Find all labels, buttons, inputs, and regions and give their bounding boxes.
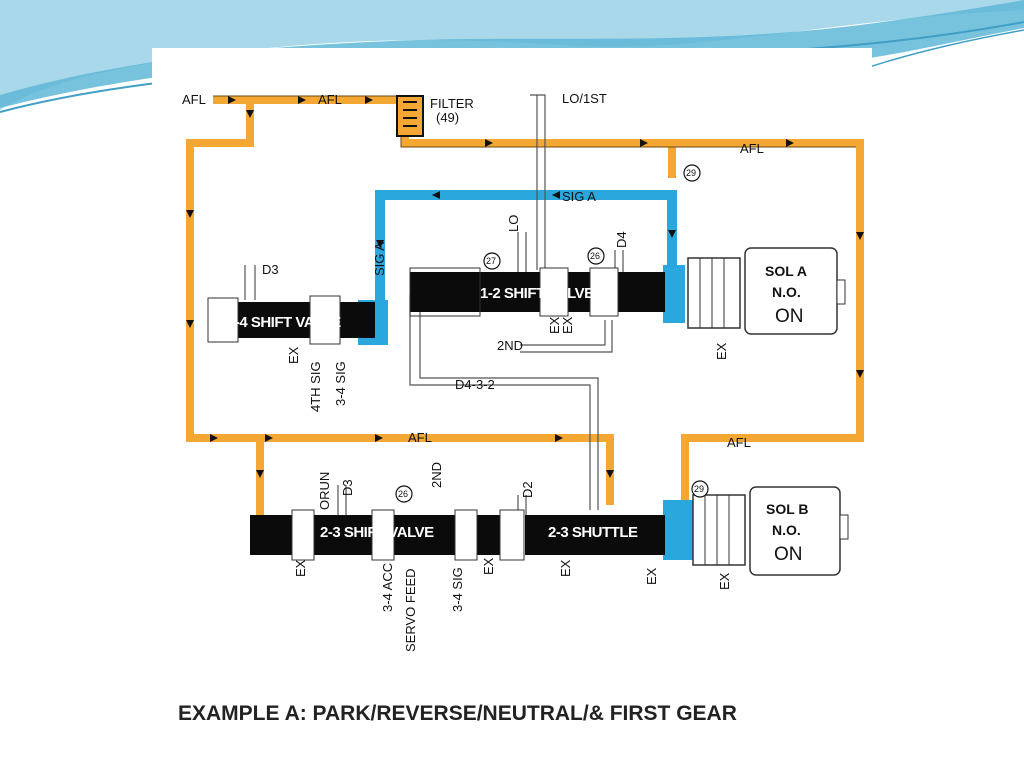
valve-3-4-label: 3-4 SHIFT VALVE	[227, 314, 341, 331]
afl-label-3: AFL	[740, 141, 764, 156]
check-ball-27-label: 27	[486, 256, 496, 266]
lo-1st-label: LO/1ST	[562, 91, 607, 106]
check-ball-26-top-label: 26	[590, 251, 600, 261]
filter-label: FILTER	[430, 96, 474, 111]
sol-a-name: SOL A	[765, 263, 807, 279]
check-ball-26-bottom-label: 26	[398, 489, 408, 499]
ex-label-shuttle-b: EX	[644, 567, 659, 585]
afl-left-loop	[186, 100, 614, 505]
d4-3-2-label: D4-3-2	[455, 377, 495, 392]
ex-label-12b: EX	[560, 316, 575, 334]
sig-a-line	[375, 190, 677, 320]
valve-1-2-label: 1-2 SHIFT VALVE	[480, 285, 594, 302]
servo-feed-label: SERVO FEED	[403, 568, 418, 652]
ex-label-34: EX	[286, 346, 301, 364]
fourth-sig-label: 4TH SIG	[308, 361, 323, 412]
check-ball-29-bottom	[691, 480, 709, 498]
diagram-caption: EXAMPLE A: PARK/REVERSE/NEUTRAL/& FIRST …	[178, 702, 737, 725]
d4-label: D4	[614, 231, 629, 248]
check-ball-29-top	[683, 164, 701, 182]
diagram-panel	[152, 48, 872, 768]
afl-label-1: AFL	[182, 92, 206, 107]
ex-label-sol-a: EX	[714, 342, 729, 360]
shuttle-2-3-body	[499, 509, 665, 561]
slide-swoosh-top	[0, 0, 1024, 110]
filter-number: (49)	[436, 110, 459, 125]
exhaust-passages	[244, 94, 624, 515]
slide-swoosh-line-2	[859, 29, 1024, 71]
three-four-acc-label: 3-4 ACC	[380, 563, 395, 612]
three-four-sig-label-top: 3-4 SIG	[333, 361, 348, 406]
check-ball-29-bottom-label: 29	[694, 484, 704, 494]
d3-label-top: D3	[262, 262, 279, 277]
check-balls	[395, 164, 709, 503]
ex-label-shuttle: EX	[558, 559, 573, 577]
solenoid-a-body	[687, 247, 846, 335]
valve-2-3-body	[250, 509, 520, 561]
ex-label-23b: EX	[481, 557, 496, 575]
sig-a-label-vert: SIG A	[372, 242, 387, 276]
valve-3-4-body	[207, 295, 375, 345]
signal-a-passages	[375, 190, 677, 320]
check-ball-26-bottom	[395, 485, 413, 503]
afl-label-2: AFL	[318, 92, 342, 107]
sig-a-label-top: SIG A	[562, 189, 596, 204]
second-label-bottom: 2ND	[429, 462, 444, 488]
valve-1-2-body	[409, 267, 665, 317]
check-ball-26-top	[587, 247, 605, 265]
second-label-top: 2ND	[497, 338, 523, 353]
valve-2-3-label: 2-3 SHIFT VALVE	[320, 524, 434, 541]
flow-arrows	[186, 96, 864, 478]
three-four-sig-label-bottom: 3-4 SIG	[450, 567, 465, 612]
ex-label-sol-b: EX	[717, 572, 732, 590]
lo-label: LO	[506, 215, 521, 232]
d2-label: D2	[520, 481, 535, 498]
check-ball-27	[483, 252, 501, 270]
sig-b-chamber-23	[663, 500, 693, 560]
d3-label-bottom: D3	[340, 479, 355, 496]
check-ball-29-top-label: 29	[686, 168, 696, 178]
afl-label-4: AFL	[408, 430, 432, 445]
sol-b-state: ON	[774, 544, 803, 565]
ex-label-23a: EX	[293, 559, 308, 577]
sol-b-type: N.O.	[772, 522, 801, 538]
sol-a-state: ON	[775, 306, 804, 327]
sol-a-type: N.O.	[772, 284, 801, 300]
afl-label-5: AFL	[727, 435, 751, 450]
ex-label-12a: EX	[547, 316, 562, 334]
sig-a-chamber-12	[663, 265, 685, 323]
solenoid-b-body	[692, 486, 849, 576]
filter-49	[396, 95, 424, 137]
orun-label: ORUN	[317, 472, 332, 510]
shuttle-2-3-label: 2-3 SHUTTLE	[548, 524, 638, 541]
sol-b-name: SOL B	[766, 501, 809, 517]
